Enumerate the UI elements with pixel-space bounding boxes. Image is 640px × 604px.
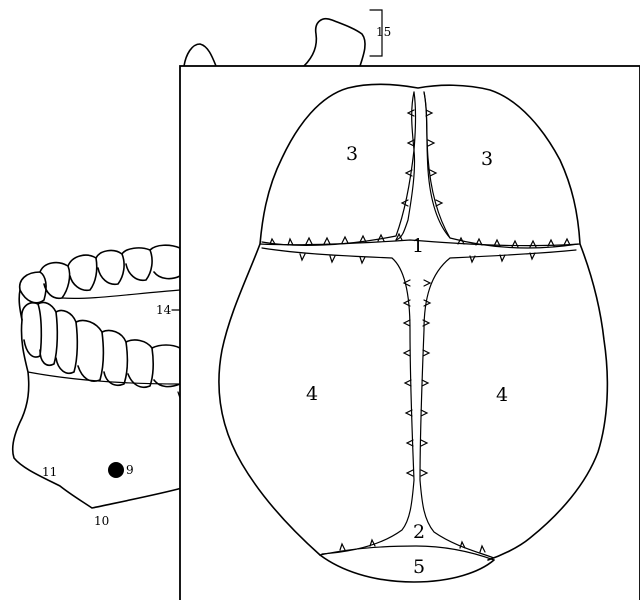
fragment-left [184,44,216,66]
label-2: 2 [413,521,425,543]
back-teeth-row [20,245,180,303]
mandible-outline [13,290,182,508]
label-3-left: 3 [346,143,358,165]
label-11: 11 [42,465,57,479]
label-3-right: 3 [481,148,493,170]
label-5: 5 [413,556,425,578]
top-fragments [184,10,382,66]
label-4-right: 4 [496,384,508,406]
label-4-left: 4 [306,383,318,405]
label-14: 14 [156,303,172,317]
label-1: 1 [412,235,424,257]
dental-arch-inner [62,290,180,298]
label-15: 15 [376,25,391,39]
mandible [13,245,182,508]
label-10: 10 [94,514,109,528]
fragment-right [304,19,365,66]
label-9: 9 [126,463,134,477]
mental-foramen-dot [108,462,124,478]
